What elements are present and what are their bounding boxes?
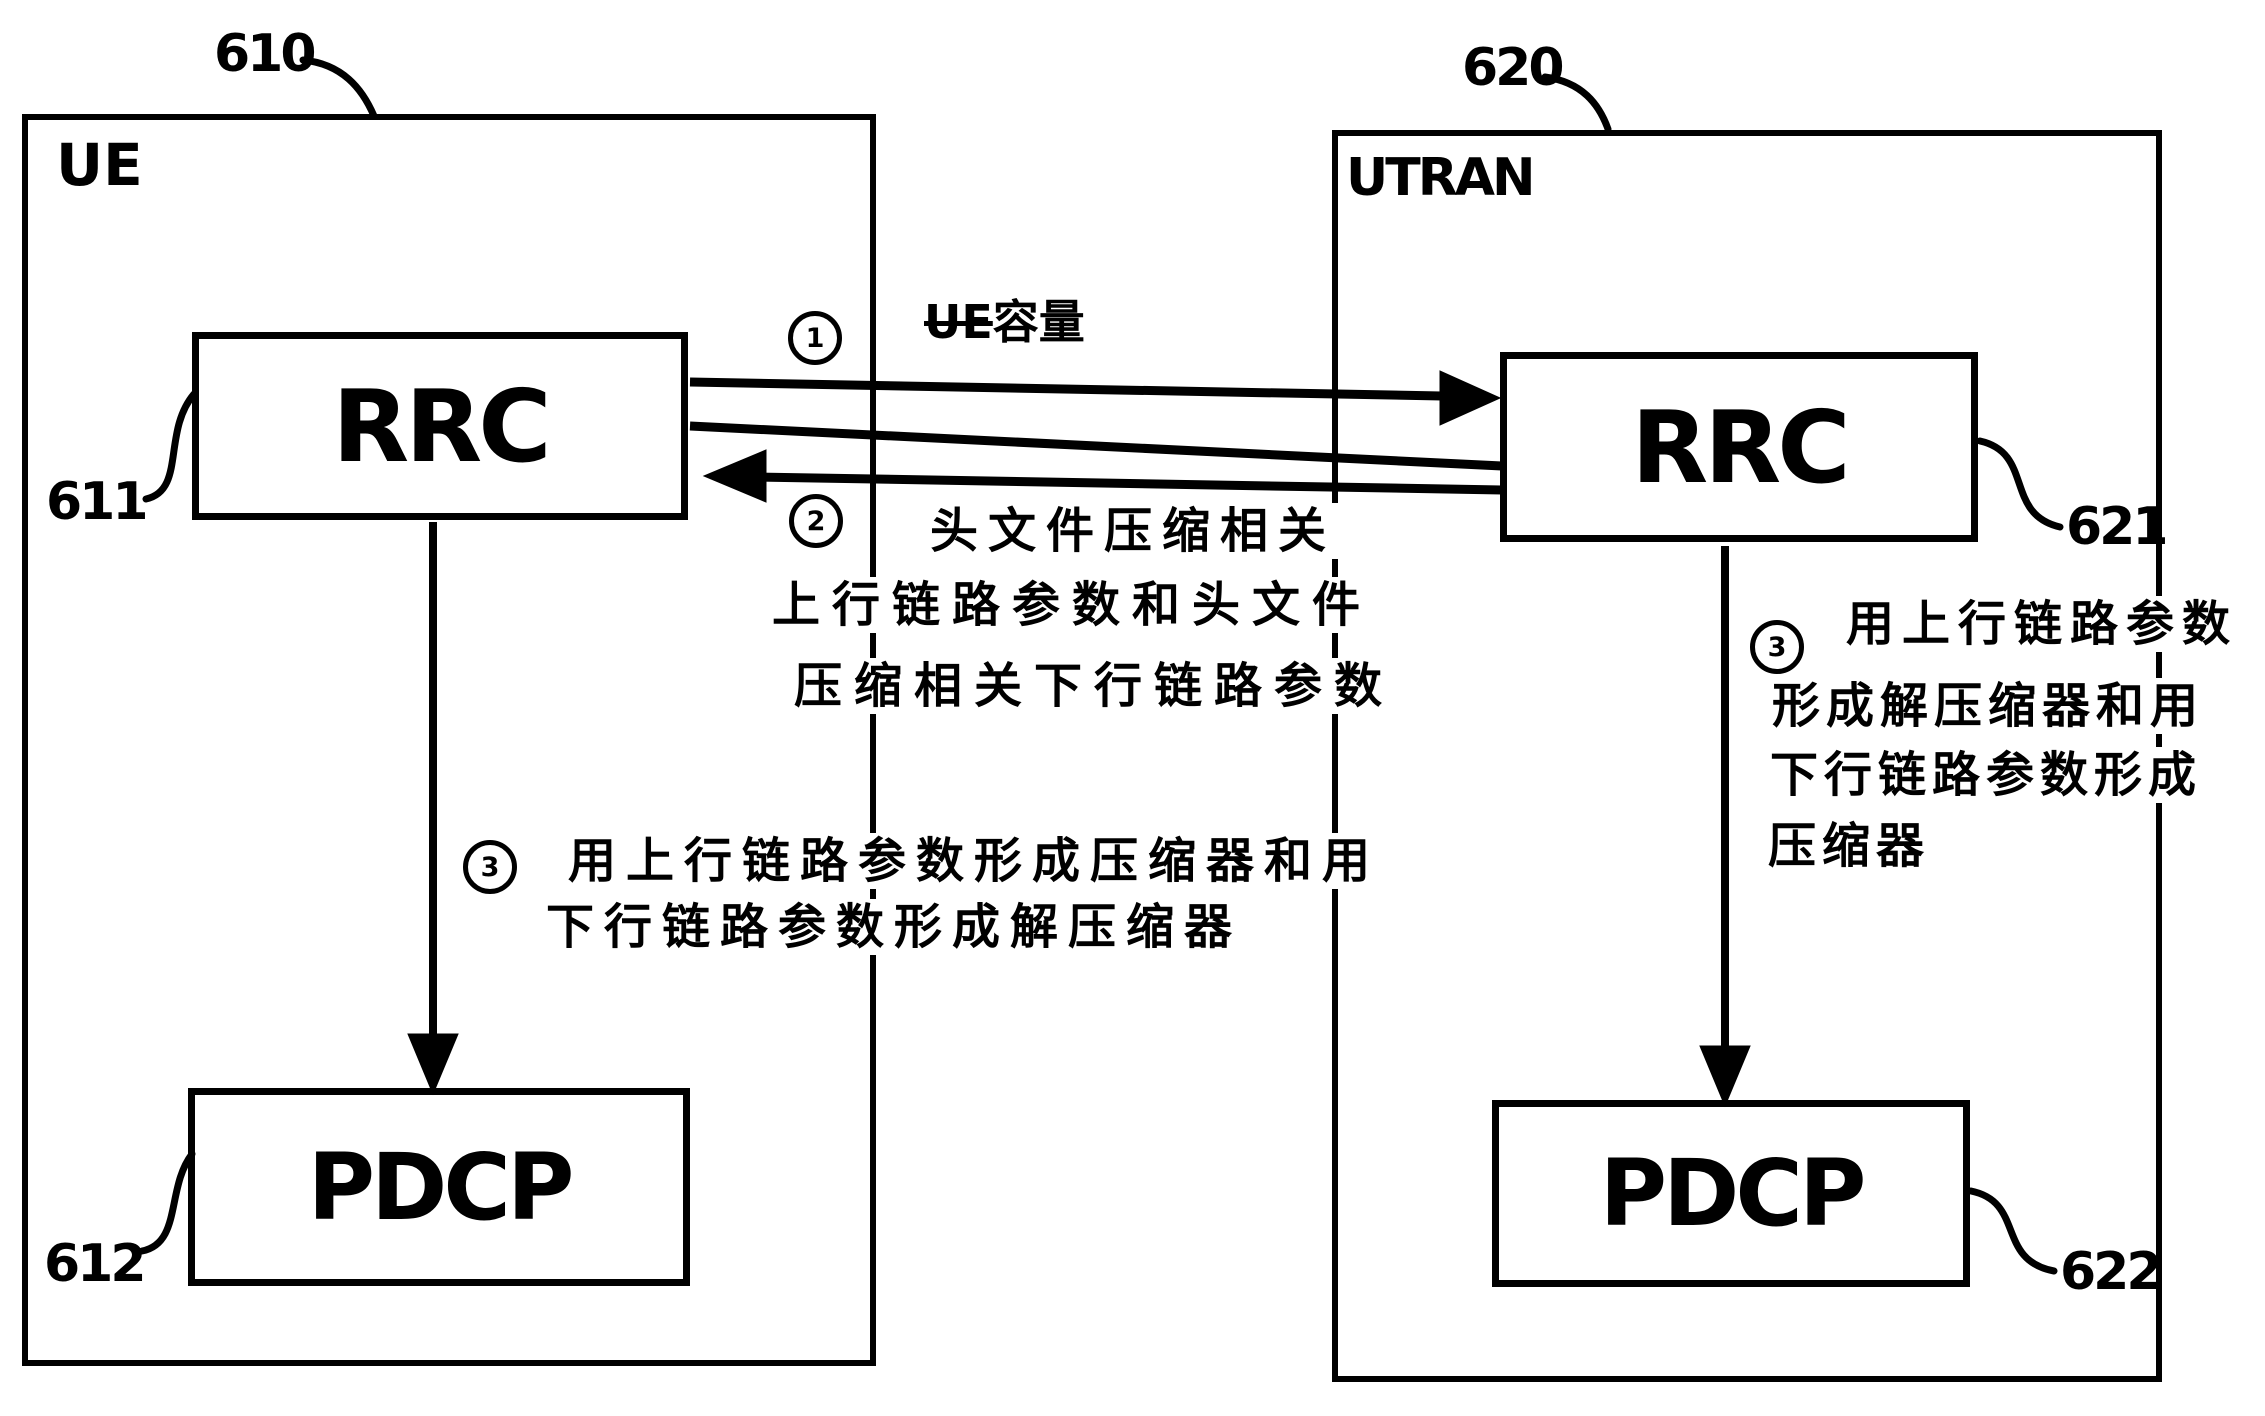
step3-utran-text-line2: 形成解压缩器和用 [1768,678,2209,734]
utran-pdcp-label: PDCP [1599,1140,1867,1247]
step3-ue-text-line1: 用上行链路参数形成压缩器和用 [564,833,1385,889]
leader-612 [138,1150,196,1255]
step3-utran-text-line4: 压缩器 [1764,818,1935,874]
leader-610 [299,56,378,120]
ue-rrc-box: RRC [192,332,688,520]
step3-ue-circled-number: 3 [463,840,517,894]
ref-621: 621 [2066,497,2169,557]
step3-ue-text-line2: 下行链路参数形成解压缩器 [542,899,1247,955]
step3-utran-number: 3 [1767,631,1787,663]
utran-rrc-label: RRC [1631,388,1850,506]
ref-622: 622 [2060,1242,2163,1302]
message1-arrowhead-right-icon [1439,370,1502,426]
message2-text-line3: 压缩相关下行链路参数 [790,658,1399,714]
ue-rrc-label: RRC [332,367,551,485]
message2-text-line1: 头文件压缩相关 [926,503,1341,559]
ue-down-arrowhead-icon [407,1033,459,1096]
ref-611: 611 [46,472,149,532]
step3-utran-text-line3: 下行链路参数形成 [1766,747,2207,803]
leader-620 [1541,73,1612,133]
utran-down-arrowhead-icon [1699,1045,1751,1108]
step1-circled-number: 1 [788,311,842,365]
ref-620: 620 [1462,38,1565,98]
ref-612: 612 [44,1234,147,1294]
ref-610: 610 [214,24,317,84]
leader-611 [142,390,198,503]
leader-621 [1976,437,2064,531]
ue-panel-box [22,114,876,1366]
step3-ue-number: 3 [480,851,500,883]
message1-label-capacity: 容量 [992,295,1085,349]
utran-pdcp-box: PDCP [1492,1100,1970,1287]
utran-panel-title: UTRAN [1346,148,1535,208]
message1-label: UE容量 [924,296,1085,348]
ue-pdcp-label: PDCP [307,1133,575,1241]
step1-number: 1 [805,322,825,354]
step2-number: 2 [806,505,826,537]
message1-arrow-line [689,377,1443,401]
message2-text-line2: 上行链路参数和头文件 [768,577,1377,633]
ue-panel-title: UE [56,131,143,199]
message2-arrow-line [757,472,1503,495]
step3-utran-circled-number: 3 [1750,620,1804,674]
message-middle-line [689,421,1503,471]
step2-circled-number: 2 [789,494,843,548]
ue-pdcp-box: PDCP [188,1088,690,1286]
message2-arrowhead-left-icon [702,449,767,503]
step3-utran-text-line1: 用上行链路参数 [1842,596,2243,652]
utran-rrc-box: RRC [1500,352,1978,542]
leader-622 [1967,1187,2058,1275]
message1-label-ue: UE [924,295,993,349]
